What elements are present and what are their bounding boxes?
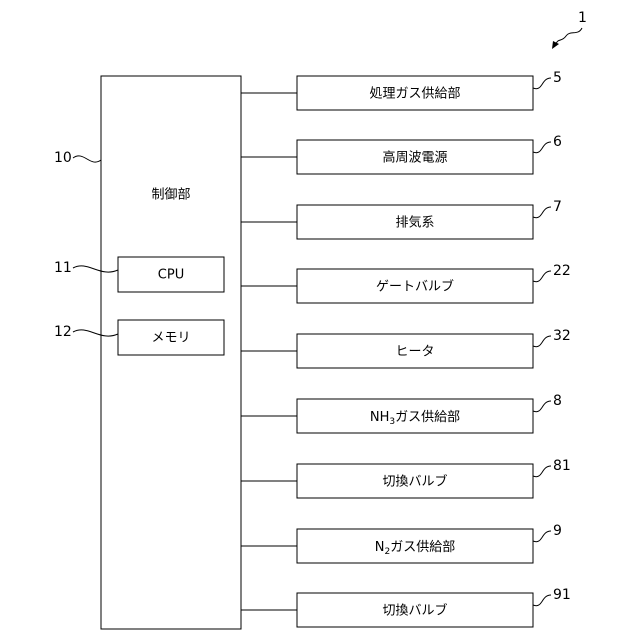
- figure-ref-leader: [556, 28, 582, 44]
- component-ref: 6: [553, 134, 562, 150]
- figure-ref-arrowhead: [552, 41, 559, 49]
- component-ref-leader: [533, 531, 551, 542]
- component-row: ゲートバルブ 22: [241, 263, 571, 303]
- component-row: 処理ガス供給部 5: [241, 70, 562, 110]
- component-row: 切換バルブ 91: [241, 587, 571, 627]
- component-ref: 9: [553, 523, 562, 539]
- component-label: ヒータ: [395, 345, 434, 360]
- component-label: NH3ガス供給部: [370, 410, 460, 427]
- component-row: NH3ガス供給部 8: [241, 393, 562, 433]
- component-row: 排気系 7: [241, 199, 562, 239]
- figure-ref-label: 1: [578, 10, 587, 26]
- component-ref-leader: [533, 142, 551, 153]
- component-ref: 5: [553, 70, 562, 86]
- controller-ref: 10: [54, 150, 72, 166]
- component-ref-leader: [533, 78, 551, 89]
- component-ref-leader: [533, 336, 551, 347]
- component-label: 高周波電源: [382, 150, 447, 166]
- component-ref-leader: [533, 466, 551, 477]
- component-row: ヒータ 32: [241, 328, 571, 368]
- component-blocks: 処理ガス供給部 5 高周波電源 6 排気系 7 ゲートバルブ 22 ヒータ 32NH3ガス供給部 8…: [241, 70, 571, 627]
- component-label: 排気系: [395, 215, 434, 231]
- component-ref: 81: [553, 458, 571, 474]
- component-ref-leader: [533, 401, 551, 412]
- component-ref: 22: [553, 263, 571, 279]
- component-label: ゲートバルブ: [376, 279, 454, 295]
- cpu-label: CPU: [158, 268, 184, 283]
- component-ref: 91: [553, 587, 571, 603]
- component-ref: 8: [553, 393, 562, 409]
- component-ref: 32: [553, 328, 571, 344]
- component-ref-leader: [533, 595, 551, 606]
- component-row: 高周波電源 6: [241, 134, 562, 174]
- component-ref: 7: [553, 199, 562, 215]
- controller-label: 制御部: [151, 188, 190, 203]
- component-ref-leader: [533, 207, 551, 218]
- memory-label: メモリ: [151, 331, 190, 346]
- component-label: 切換バルブ: [382, 603, 447, 619]
- component-label: 処理ガス供給部: [369, 87, 460, 102]
- cpu-ref: 11: [54, 260, 72, 276]
- controller-ref-leader: [73, 156, 101, 162]
- memory-ref: 12: [54, 324, 72, 340]
- component-ref-leader: [533, 271, 551, 282]
- component-label: 切換バルブ: [382, 474, 447, 490]
- component-row: 切換バルブ 81: [241, 458, 571, 498]
- component-row: N2ガス供給部9: [241, 523, 562, 563]
